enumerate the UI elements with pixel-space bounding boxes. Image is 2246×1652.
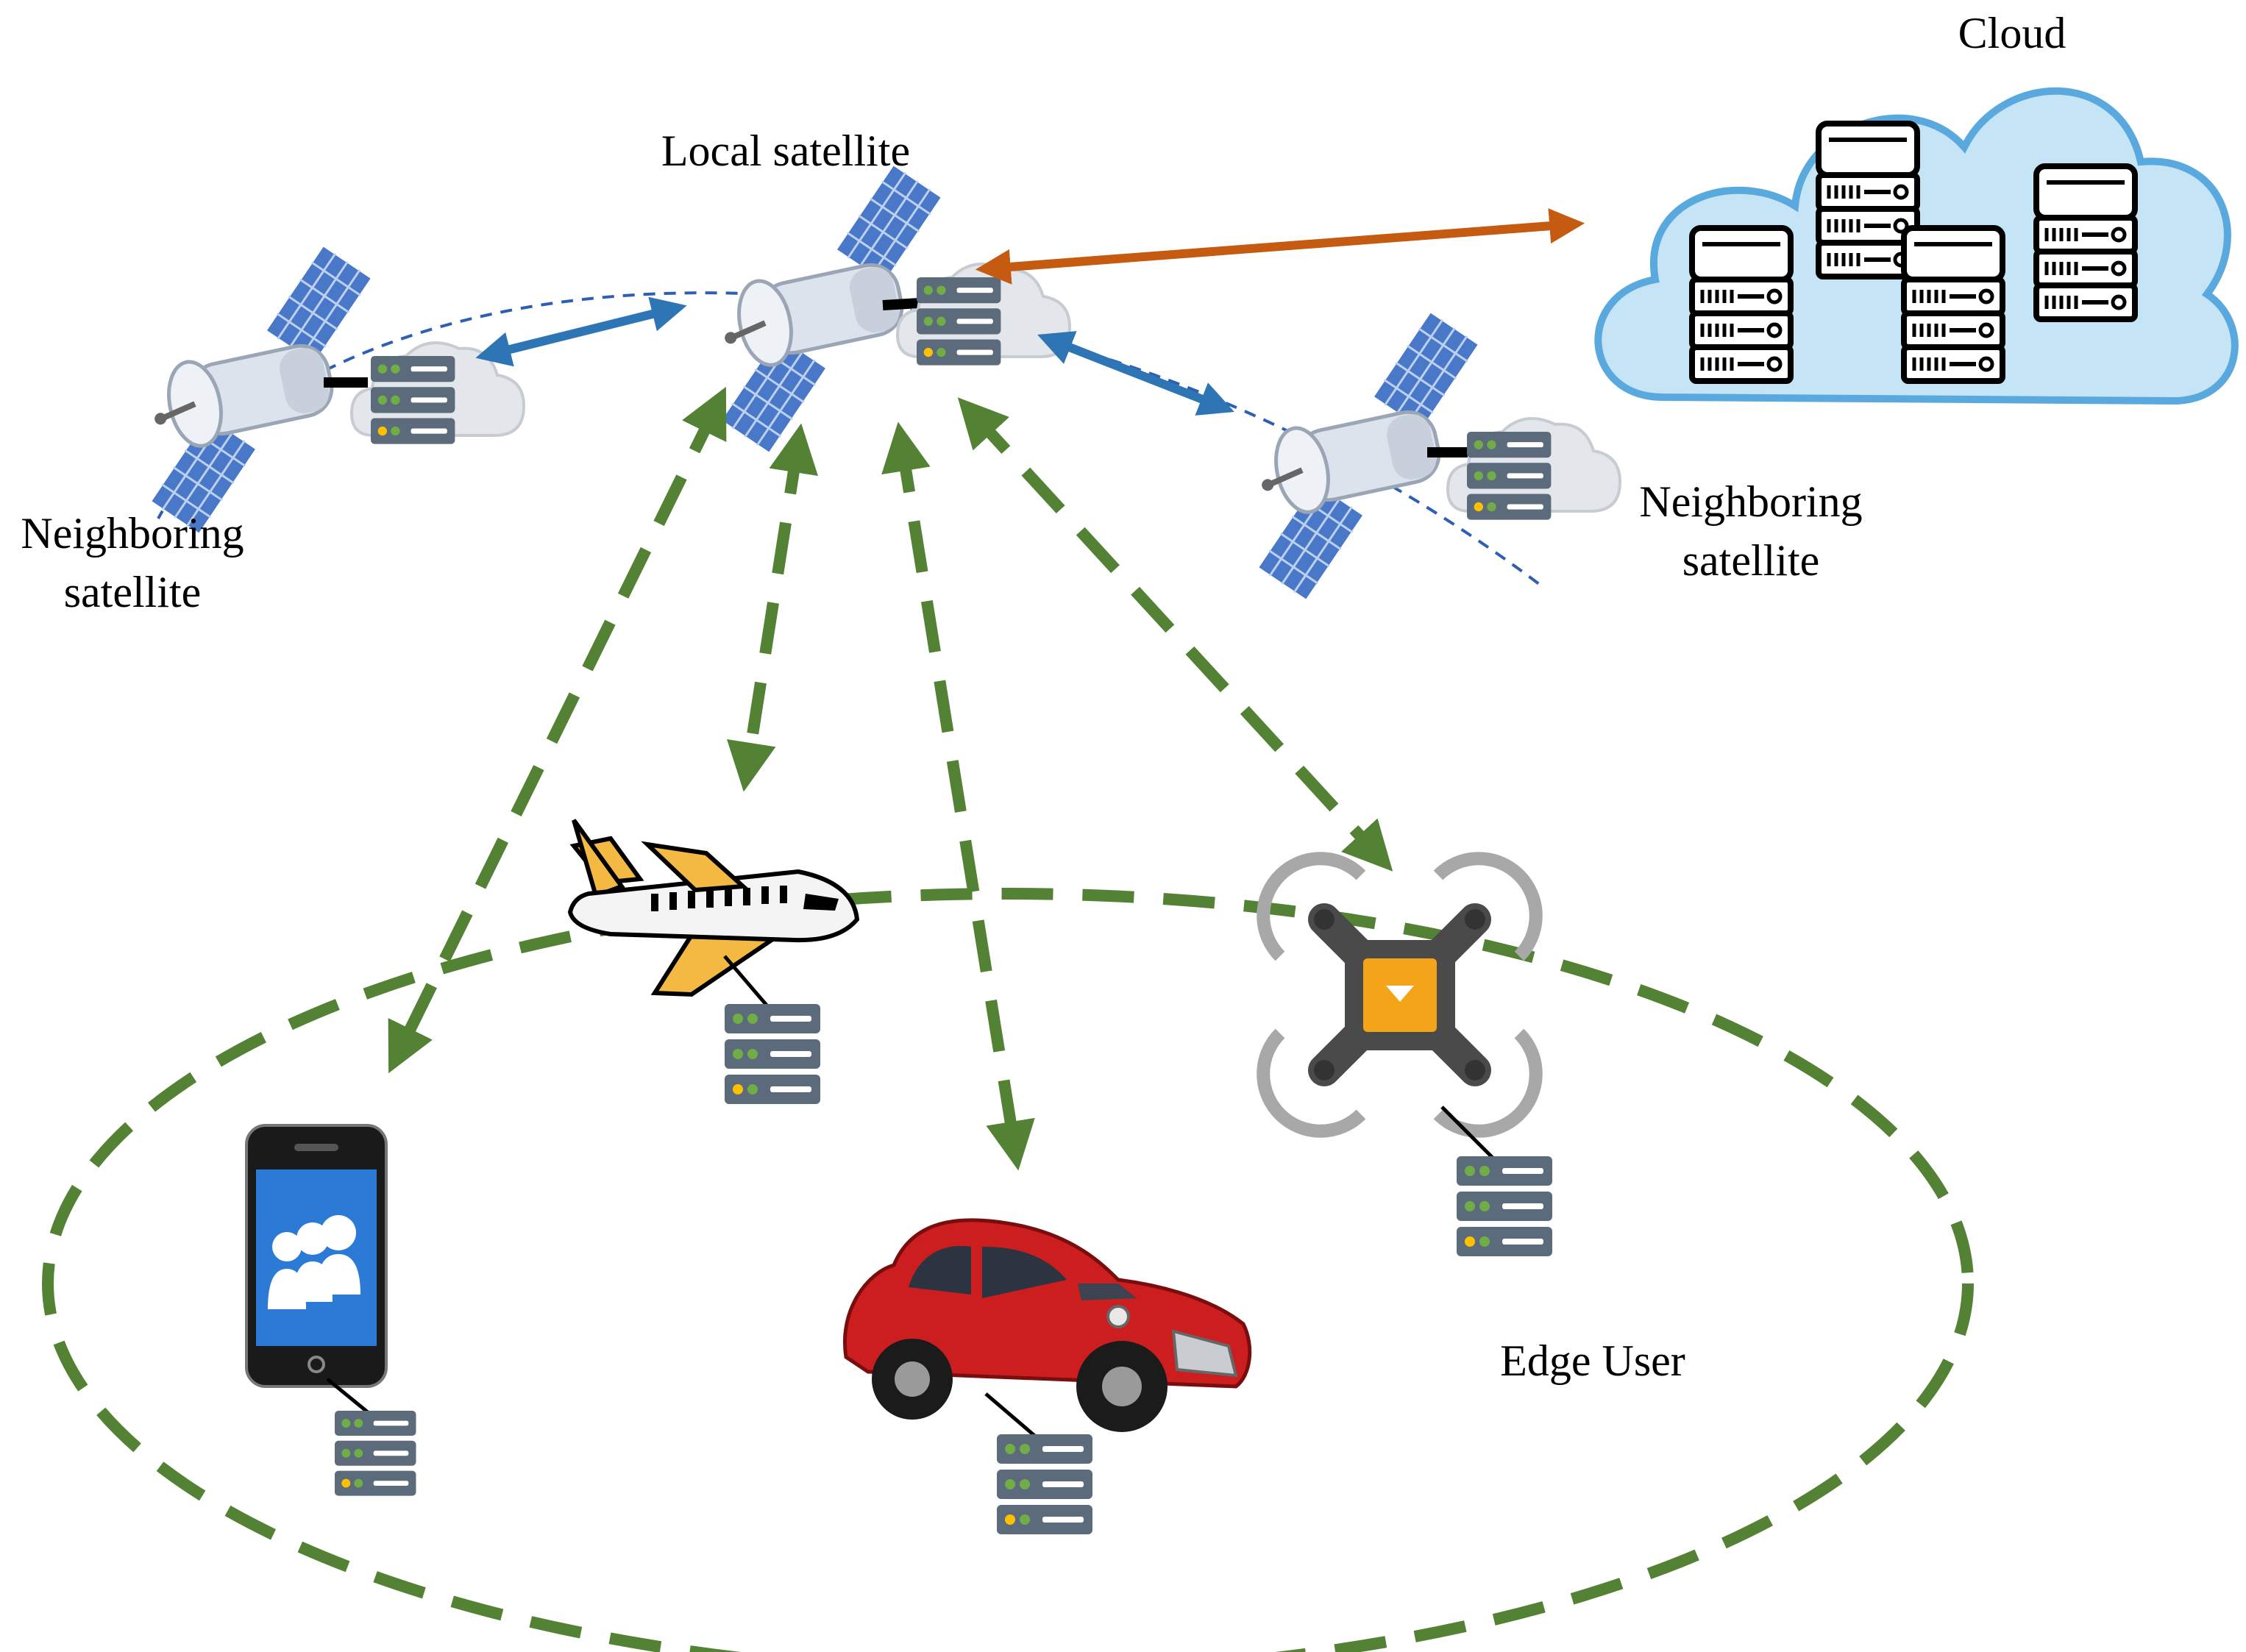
satellite-cloud-link [975, 208, 1585, 285]
server-icon [1457, 1156, 1552, 1256]
server-icon [335, 1411, 416, 1496]
neighboring-satellite-right [1251, 312, 1620, 601]
inter-satellite-link-left [475, 296, 687, 367]
server-icon [352, 343, 524, 444]
inter-satellite-link-right [1037, 331, 1234, 416]
neighboring-satellite-left [144, 246, 524, 535]
server-icon [725, 1004, 820, 1104]
local-satellite-label: Local satellite [661, 127, 910, 175]
neighboring-satellite-right-label-line1: Neighboring [1639, 477, 1862, 526]
edge-user-label: Edge User [1500, 1336, 1685, 1385]
local-satellite [714, 165, 1070, 454]
neighboring-satellite-left-label-line2: satellite [64, 568, 202, 616]
satellite-airplane-link [727, 423, 818, 792]
neighboring-satellite-left-label-line1: Neighboring [21, 509, 244, 558]
satellite-phone-link [388, 386, 727, 1074]
server-icon [1448, 419, 1620, 520]
cloud-server-icon [1692, 228, 1791, 381]
server-icon [997, 1434, 1092, 1534]
satellite-icon [144, 246, 372, 535]
airplane-icon [567, 819, 860, 997]
cloud-icon [1594, 87, 2239, 405]
cloud-server-icon [1904, 228, 2002, 381]
smartphone-icon [245, 1124, 388, 1388]
car-icon [843, 1218, 1252, 1432]
neighboring-satellite-right-label-line2: satellite [1682, 536, 1820, 585]
satellite-icon [714, 165, 942, 454]
satellite-car-link [881, 421, 1035, 1171]
server-icon [898, 264, 1070, 366]
cloud-label: Cloud [1958, 9, 2066, 57]
drone-icon [1257, 852, 1543, 1138]
satellite-drone-link [957, 397, 1393, 872]
cloud-server-icon [2036, 166, 2135, 319]
